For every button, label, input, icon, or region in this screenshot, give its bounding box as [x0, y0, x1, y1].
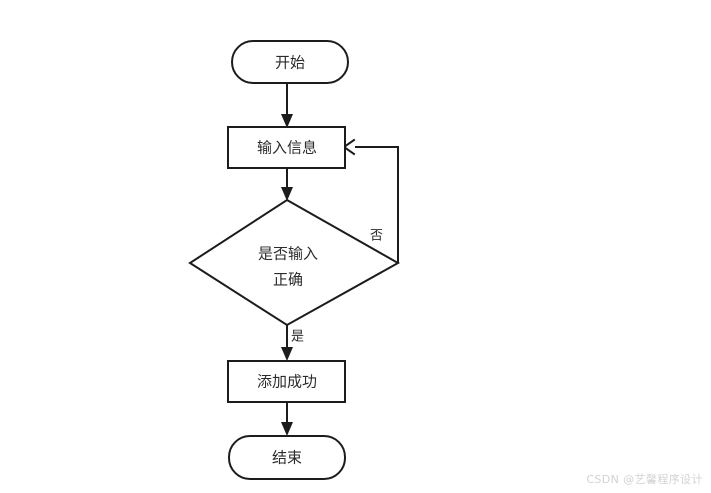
node-end[interactable]: 结束	[228, 435, 346, 480]
node-success-shape	[227, 360, 346, 403]
node-end-shape	[228, 435, 346, 480]
edge-label-yes: 是	[291, 330, 304, 345]
node-decision[interactable]: 是否输入 正确	[188, 198, 401, 327]
node-start-shape	[231, 40, 349, 84]
edge-label-no: 否	[370, 229, 383, 244]
edge-input-to-decision	[281, 168, 293, 201]
arrowhead-down-icon	[281, 347, 293, 361]
node-input-label: 输入信息	[257, 139, 317, 157]
node-end-label: 结束	[272, 449, 302, 467]
node-input-shape	[227, 126, 346, 169]
node-success-label: 添加成功	[257, 373, 317, 391]
node-success[interactable]: 添加成功	[227, 360, 346, 403]
edge-start-to-input	[281, 83, 293, 128]
arrowhead-down-icon	[281, 422, 293, 436]
node-decision-label-line1: 是否输入	[258, 245, 318, 263]
edge-success-to-end	[281, 402, 293, 436]
edge-line	[355, 146, 399, 263]
node-decision-shape	[188, 198, 401, 327]
arrowhead-down-icon	[281, 187, 293, 201]
arrowhead-down-icon	[281, 114, 293, 128]
node-input[interactable]: 输入信息	[227, 126, 346, 169]
node-decision-label-line2: 正确	[273, 271, 303, 289]
node-start-label: 开始	[275, 54, 305, 72]
edge-decision-yes: 是	[281, 325, 304, 361]
node-start[interactable]: 开始	[231, 40, 349, 84]
watermark: CSDN @艺馨程序设计	[586, 473, 703, 486]
